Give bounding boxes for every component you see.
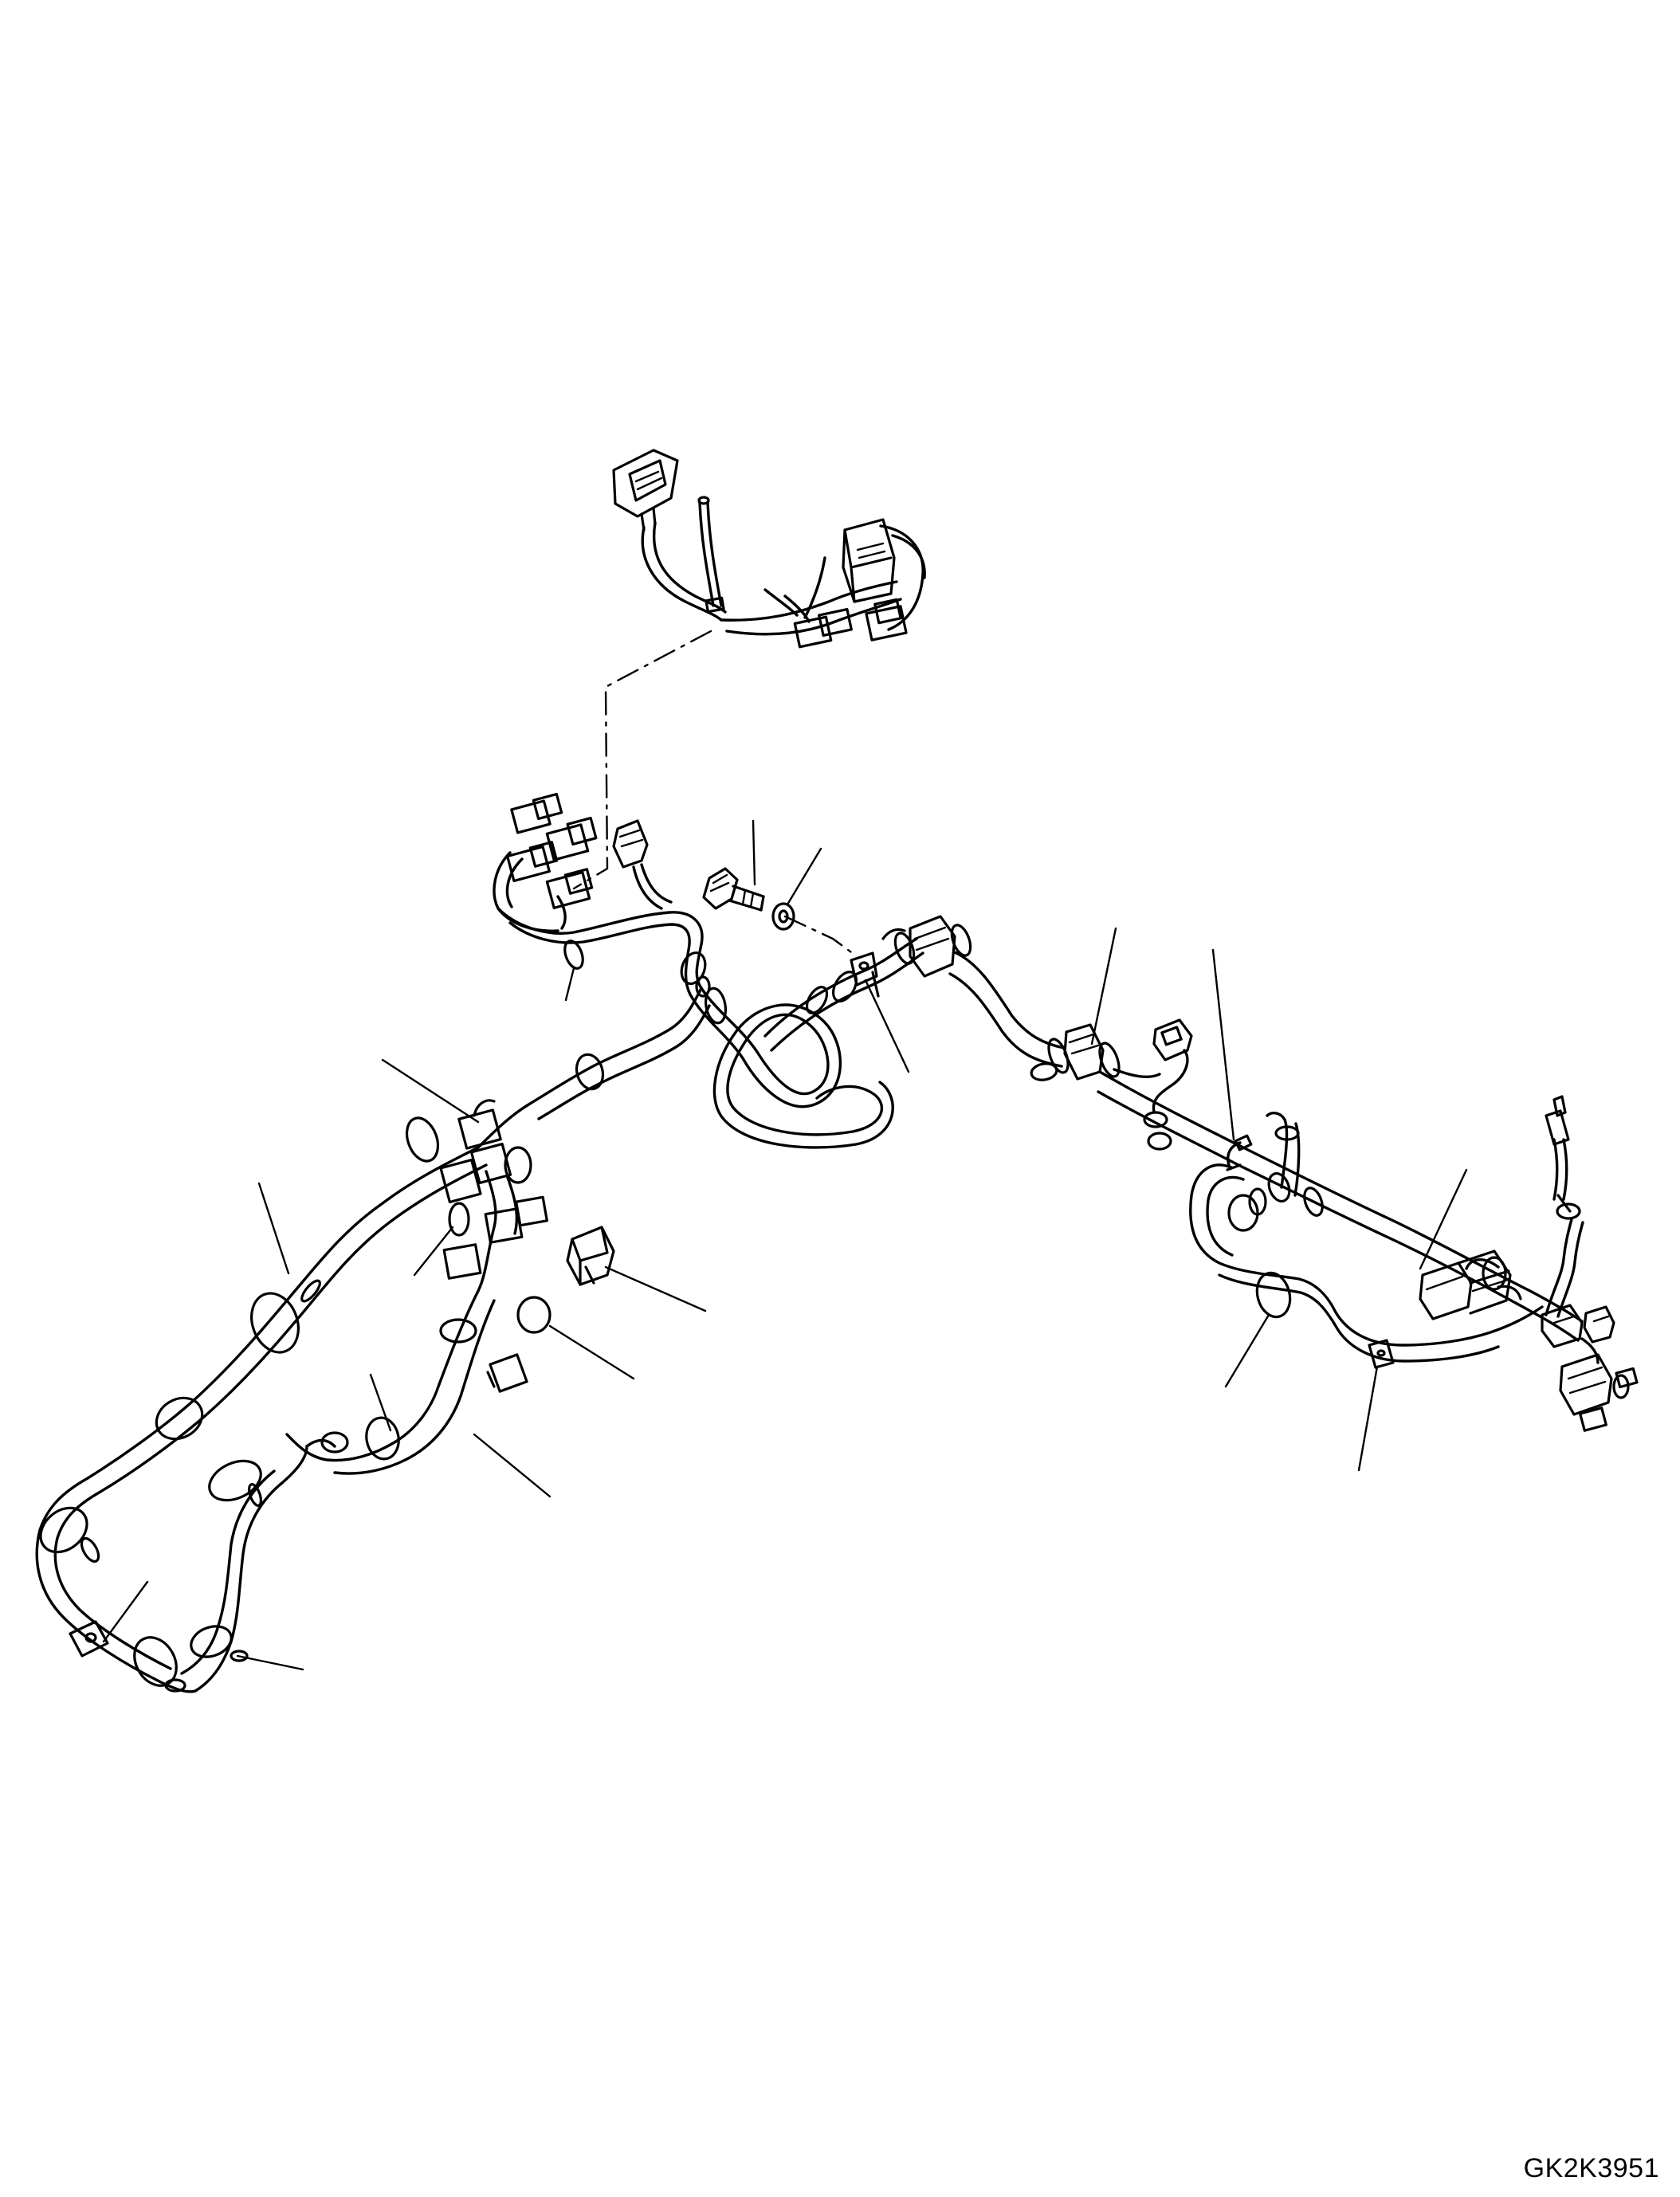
connector-cluster-left-top <box>506 792 649 909</box>
drawing-code: GK2K3951 <box>1523 2153 1659 2183</box>
center-connector <box>881 915 972 978</box>
loose-connector <box>566 1226 615 1286</box>
leader-lines <box>102 819 1468 1671</box>
ground-terminal-bracket <box>850 951 880 998</box>
far-right-connectors <box>1541 1304 1615 1348</box>
left-connector-group <box>439 1099 548 1280</box>
lower-right-connector <box>1559 1353 1639 1432</box>
bolt-dashed-line <box>783 915 858 958</box>
sub-harness-connector-mid <box>793 598 908 649</box>
right-connector-pair <box>1047 1018 1193 1081</box>
main-harness <box>35 792 1639 1693</box>
bolt <box>702 867 765 912</box>
sub-harness-connector-right <box>842 518 896 603</box>
assembly-dashed-line <box>572 630 712 890</box>
small-plug <box>486 1353 528 1393</box>
sub-harness-assembly <box>612 449 926 649</box>
rocker-switch <box>612 449 679 532</box>
washer <box>771 902 795 931</box>
